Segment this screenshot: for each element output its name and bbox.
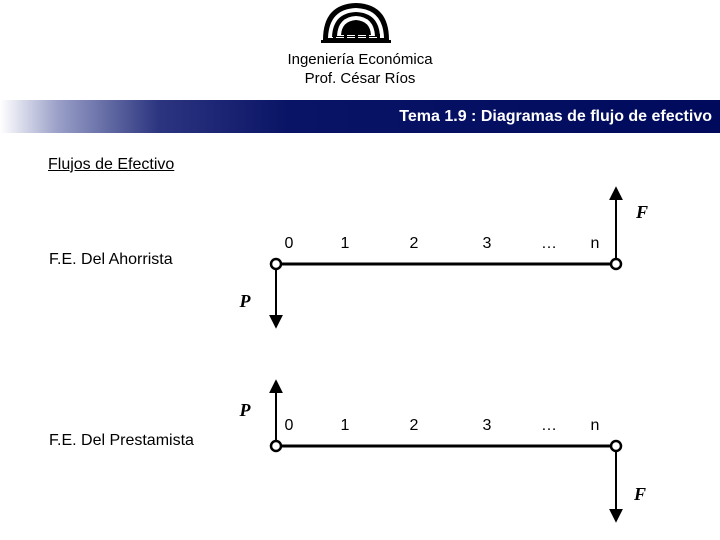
topic-banner: Tema 1.9 : Diagramas de flujo de efectiv… <box>0 100 720 133</box>
lender-diagram: 0 1 2 3 … n P F <box>239 379 646 523</box>
lender-start-node <box>269 439 283 453</box>
lender-tick-2: 2 <box>410 417 419 434</box>
lender-end-node <box>609 439 623 453</box>
topic-title: Tema 1.9 : Diagramas de flujo de efectiv… <box>399 108 712 125</box>
section-title: Flujos de Efectivo <box>48 156 175 173</box>
saver-tick-ellipsis: … <box>541 235 557 252</box>
lender-p-label: P <box>239 400 252 420</box>
saver-tick-2: 2 <box>410 235 419 252</box>
saver-tick-n: n <box>591 235 600 252</box>
saver-diagram-label: F.E. Del Ahorrista <box>49 251 173 268</box>
saver-start-node <box>269 257 283 271</box>
saver-f-label: F <box>635 202 648 222</box>
lender-tick-1: 1 <box>341 417 350 434</box>
saver-tick-1: 1 <box>341 235 350 252</box>
university-logo <box>321 3 391 43</box>
professor-name: Prof. César Ríos <box>304 70 416 87</box>
lender-tick-0: 0 <box>285 417 294 434</box>
lender-diagram-label: F.E. Del Prestamista <box>49 432 194 449</box>
saver-diagram: 0 1 2 3 … n P F <box>239 186 648 329</box>
saver-tick-3: 3 <box>483 235 492 252</box>
saver-end-node <box>609 257 623 271</box>
lender-tick-ellipsis: … <box>541 417 557 434</box>
lender-tick-3: 3 <box>483 417 492 434</box>
saver-tick-0: 0 <box>285 235 294 252</box>
saver-p-label: P <box>239 291 252 311</box>
course-title: Ingeniería Económica <box>287 51 433 68</box>
lender-f-label: F <box>633 484 646 504</box>
lender-tick-n: n <box>591 417 600 434</box>
